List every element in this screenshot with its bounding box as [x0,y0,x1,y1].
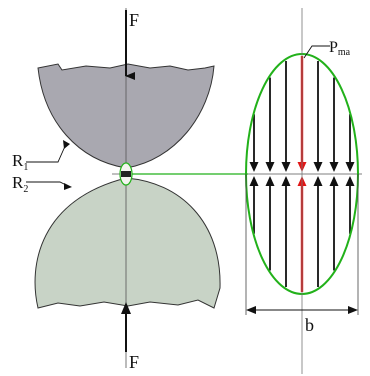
width-arrow-right [348,306,358,314]
pmax-label: Pma [329,39,351,58]
radius-2-leader-head [64,183,72,190]
radius-1-leader-head [63,140,70,149]
pressure-arrow-down-head-4 [313,162,323,172]
width-arrow-left [246,306,256,314]
pressure-arrow-down-head-0 [249,162,259,172]
radius-1-leader [26,143,67,163]
pressure-arrow-up-head-2 [281,176,291,186]
force-bottom-arrowhead [121,302,131,314]
pressure-arrow-down-head-1 [265,162,275,172]
radius-2-leader [26,181,69,187]
pressure-arrow-up-head-4 [313,176,323,186]
width-label: b [305,315,314,335]
radius-2-label: R2 [12,173,28,195]
force-top-label: F [129,10,139,30]
pressure-arrow-up-head-1 [265,176,275,186]
pressure-arrow-down-head-6 [345,162,355,172]
pressure-arrow-up-head-5 [329,176,339,186]
pressure-arrow-down-head-5 [329,162,339,172]
pressure-arrow-down-head-2 [281,162,291,172]
lower-body [34,177,221,309]
contact-patch [121,171,131,177]
pressure-arrow-up-head-0 [249,176,259,186]
pmax-leader [303,45,330,59]
force-bottom-label: F [129,352,139,372]
pressure-arrow-up-head-6 [345,176,355,186]
radius-1-label: R1 [12,151,28,173]
